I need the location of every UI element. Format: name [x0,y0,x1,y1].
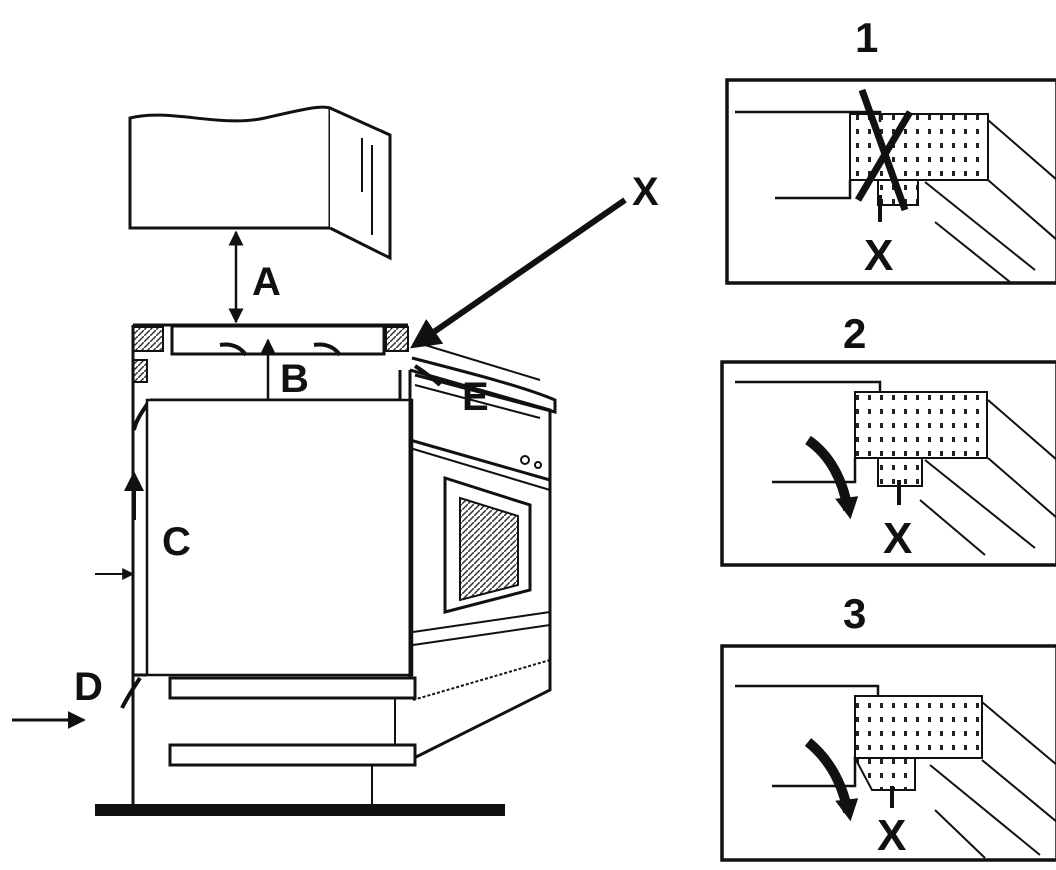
hob-top [170,324,386,356]
label-c: C [162,520,191,564]
label-b: B [280,357,309,401]
label-e: E [462,375,489,419]
panel-2-number: 2 [843,310,866,357]
oven-window [443,475,532,614]
x-pointer-arrow [410,197,627,349]
cooker-top [411,356,557,414]
panel-2 [720,360,1056,567]
upper-cabinet [128,105,332,230]
panel-3 [720,644,1056,862]
label-d: D [74,665,103,709]
label-a: A [252,260,281,304]
panel-1 [725,78,1056,285]
label-x: X [632,170,659,214]
worktop-hatch-right [385,326,409,352]
panel-1-cross-b [854,110,914,202]
panel-3-marker: X [877,811,906,860]
floor-bar [95,804,505,816]
cooker-side [409,368,552,762]
panel-2-marker: X [883,514,912,563]
panel-1-marker: X [864,231,893,280]
panel-3-number: 3 [843,590,866,637]
panel-1-number: 1 [855,14,878,61]
upper-cabinet-side [329,106,392,261]
main-diagram [12,105,627,816]
worktop-hatch-left [132,326,164,352]
